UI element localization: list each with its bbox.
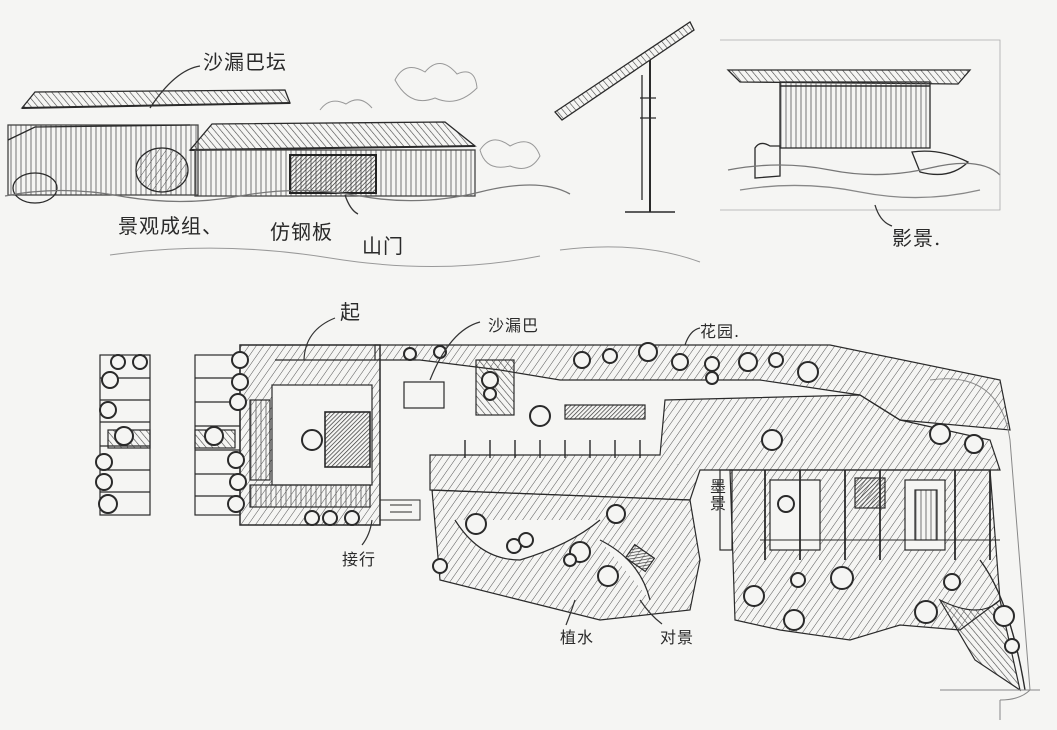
label-reflection: 影景. — [892, 226, 942, 250]
elevation-right — [720, 39, 1001, 227]
section-detail — [554, 21, 695, 213]
label-scenery: 对景 — [660, 628, 695, 647]
site-plan — [95, 317, 1040, 720]
label-start: 起 — [340, 300, 361, 324]
label-wall-plan: 沙漏巴 — [488, 316, 540, 335]
label-view-framing: 景观成组、 — [118, 214, 223, 238]
label-entrance: 山门 — [362, 234, 404, 258]
label-water: 植水 — [560, 628, 595, 647]
label-garden: 花园. — [700, 322, 741, 341]
label-material: 仿钢板 — [270, 220, 333, 244]
label-wall-type: 沙漏巴坛 — [203, 50, 287, 74]
label-path: 接行 — [342, 550, 377, 569]
label-vertical-note: 墨景 — [707, 478, 726, 512]
elevation-left — [4, 63, 571, 215]
